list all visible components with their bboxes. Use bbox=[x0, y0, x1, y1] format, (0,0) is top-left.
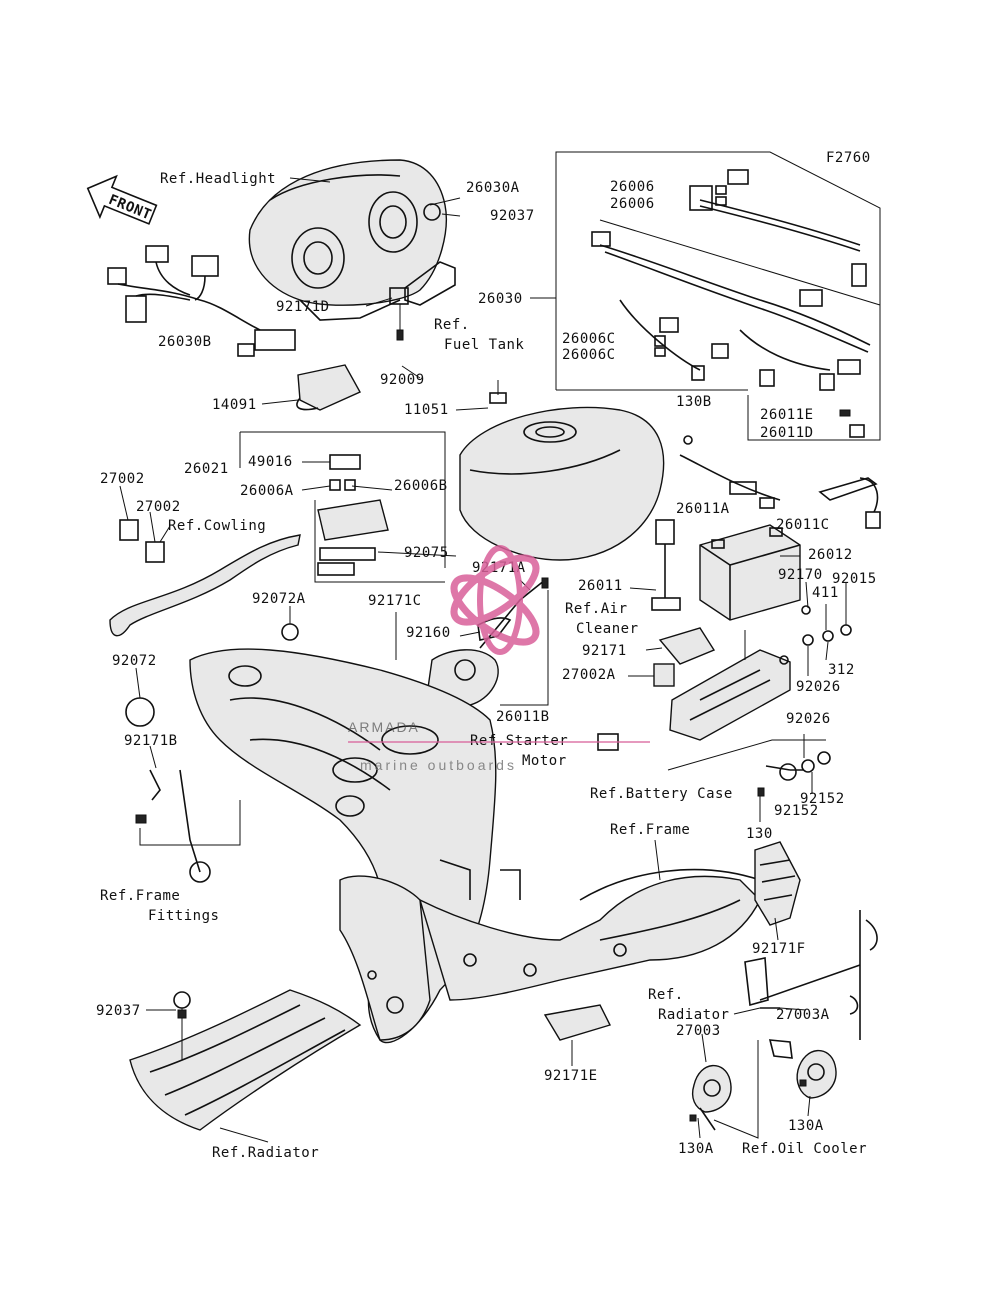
main-frame bbox=[189, 648, 761, 1044]
headlight-assembly bbox=[248, 159, 447, 321]
label-92171F: 92171F bbox=[752, 941, 806, 957]
label-ref-starter-2: Motor bbox=[522, 753, 567, 769]
label-26012: 26012 bbox=[808, 547, 853, 563]
watermark: ARMADA marine outboards bbox=[348, 545, 650, 773]
ecu-bracket-group bbox=[239, 431, 446, 583]
label-130A-left: 130A bbox=[678, 1141, 714, 1157]
label-92015: 92015 bbox=[832, 571, 877, 587]
label-130B: 130B bbox=[676, 394, 712, 410]
leader-lines bbox=[119, 177, 847, 1143]
label-92009: 92009 bbox=[380, 372, 425, 388]
label-27002A: 27002A bbox=[562, 667, 616, 683]
label-ref-frame-fittings-1: Ref.Frame bbox=[100, 888, 180, 904]
label-92037-top: 92037 bbox=[490, 208, 535, 224]
label-92072: 92072 bbox=[112, 653, 157, 669]
label-92075: 92075 bbox=[404, 545, 449, 561]
sub-harness-26030b bbox=[107, 245, 296, 357]
label-11051: 11051 bbox=[404, 402, 449, 418]
label-27003: 27003 bbox=[676, 1023, 721, 1039]
label-ref-frame-fittings-2: Fittings bbox=[148, 908, 219, 924]
label-92152-a: 92152 bbox=[800, 791, 845, 807]
label-26030B: 26030B bbox=[158, 334, 212, 350]
battery-26012 bbox=[699, 524, 801, 621]
label-ref-radiator-r2: Radiator bbox=[658, 1007, 729, 1023]
label-92171C: 92171C bbox=[368, 593, 422, 609]
label-26030: 26030 bbox=[478, 291, 523, 307]
label-ref-headlight: Ref.Headlight bbox=[160, 171, 276, 187]
label-92171E: 92171E bbox=[544, 1068, 598, 1084]
label-26021: 26021 bbox=[184, 461, 229, 477]
headlight-bracket bbox=[389, 203, 456, 341]
pad-92171e bbox=[543, 1004, 611, 1041]
label-26006B: 26006B bbox=[394, 478, 448, 494]
watermark-tagline: marine outboards bbox=[360, 757, 517, 773]
label-92170: 92170 bbox=[778, 567, 823, 583]
label-26011C: 26011C bbox=[776, 517, 830, 533]
callout-labels: Ref.Headlight 26030A 92037 26006 26006 2… bbox=[96, 171, 877, 1161]
label-27002-b: 27002 bbox=[136, 499, 181, 515]
label-ref-oil-cooler: Ref.Oil Cooler bbox=[742, 1141, 867, 1157]
ecu-cover-14091 bbox=[296, 364, 361, 411]
label-49016: 49016 bbox=[248, 454, 293, 470]
label-26006-b: 26006 bbox=[610, 196, 655, 212]
label-92037-bottom: 92037 bbox=[96, 1003, 141, 1019]
label-92171: 92171 bbox=[582, 643, 627, 659]
label-ref-air-2: Cleaner bbox=[576, 621, 639, 637]
label-ref-frame: Ref.Frame bbox=[610, 822, 690, 838]
label-ref-radiator-bottom: Ref.Radiator bbox=[212, 1145, 319, 1161]
label-26006A: 26006A bbox=[240, 483, 294, 499]
cowling-bracket bbox=[109, 519, 301, 883]
label-92171D: 92171D bbox=[276, 299, 330, 315]
oil-cooler-leader bbox=[713, 1040, 759, 1139]
label-ref-radiator-r1: Ref. bbox=[648, 987, 684, 1003]
label-26011: 26011 bbox=[578, 578, 623, 594]
horn-right-27003a bbox=[796, 1049, 837, 1099]
label-26011D: 26011D bbox=[760, 425, 814, 441]
label-130: 130 bbox=[746, 826, 773, 842]
cable-26011 bbox=[651, 519, 681, 611]
label-26006C-b: 26006C bbox=[562, 347, 616, 363]
label-14091: 14091 bbox=[212, 397, 257, 413]
radiator-screen bbox=[129, 989, 362, 1131]
label-26011B: 26011B bbox=[496, 709, 550, 725]
label-26030A: 26030A bbox=[466, 180, 520, 196]
horn-left-27003 bbox=[689, 1064, 732, 1131]
battery-cable-26011a bbox=[679, 435, 881, 529]
label-92171B: 92171B bbox=[124, 733, 178, 749]
label-92026-b: 92026 bbox=[786, 711, 831, 727]
front-arrow-icon: FRONT bbox=[86, 174, 158, 225]
label-ref-fuel-tank-2: Fuel Tank bbox=[444, 337, 524, 353]
label-27002-a: 27002 bbox=[100, 471, 145, 487]
label-26006C-a: 26006C bbox=[562, 331, 616, 347]
label-92072A: 92072A bbox=[252, 591, 306, 607]
battery-case-parts bbox=[653, 605, 852, 797]
label-130A-right: 130A bbox=[788, 1118, 824, 1134]
label-ref-cowling: Ref.Cowling bbox=[168, 518, 266, 534]
label-26011A: 26011A bbox=[676, 501, 730, 517]
label-312: 312 bbox=[828, 662, 855, 678]
right-guard-and-brackets bbox=[744, 841, 878, 1059]
label-ref-battery-case: Ref.Battery Case bbox=[590, 786, 733, 802]
watermark-brand: ARMADA bbox=[348, 719, 420, 735]
label-ref-air-1: Ref.Air bbox=[565, 601, 628, 617]
label-26011E: 26011E bbox=[760, 407, 814, 423]
label-27003A: 27003A bbox=[776, 1007, 830, 1023]
label-92026-a: 92026 bbox=[796, 679, 841, 695]
label-26006-a: 26006 bbox=[610, 179, 655, 195]
label-92152-b: 92152 bbox=[774, 803, 819, 819]
main-harness-box bbox=[555, 151, 881, 441]
label-ref-starter-1: Ref.Starter bbox=[470, 733, 568, 749]
label-ref-fuel-tank-1: Ref. bbox=[434, 317, 470, 333]
label-92160: 92160 bbox=[406, 625, 451, 641]
figure-code: F2760 bbox=[826, 150, 871, 166]
fuel-tank bbox=[459, 380, 665, 561]
watermark-logo-icon bbox=[450, 545, 540, 655]
label-411: 411 bbox=[812, 585, 839, 601]
